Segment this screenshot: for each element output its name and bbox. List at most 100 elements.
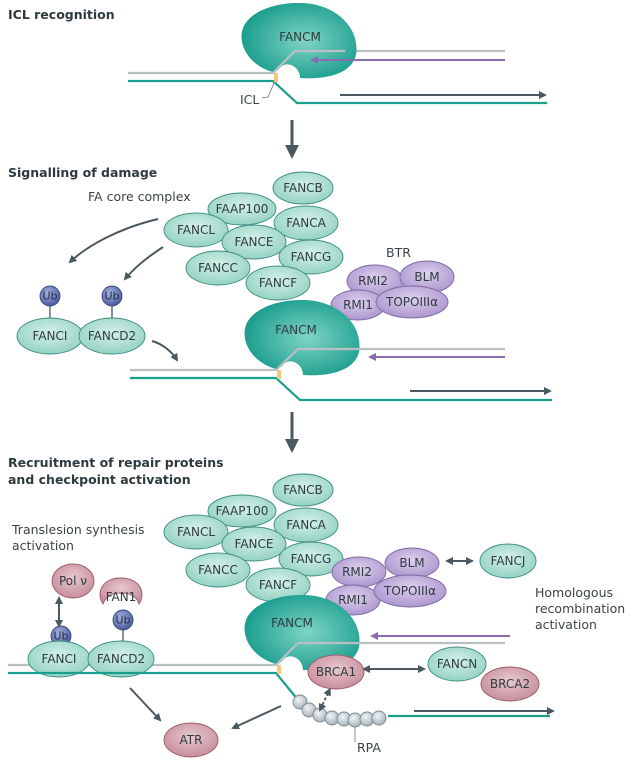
protein-fance — [221, 526, 287, 562]
protein-fancn — [427, 646, 487, 682]
protein-brca2-label: BRCA2 — [490, 677, 530, 691]
protein-fancd2-label: FANCD2 — [88, 329, 136, 343]
protein-fancl — [163, 514, 229, 550]
tls-label-line1: Translesion synthesis — [11, 522, 145, 537]
ub-arrow-fanci — [68, 218, 159, 264]
dna-strand-teal — [128, 79, 547, 105]
tls-label-line2: activation — [12, 538, 74, 553]
panel-icl-recognition: ICL recognition FANCM ICL — [8, 3, 547, 107]
fa-core-complex-label: FA core complex — [88, 189, 191, 204]
protein-fancg — [278, 239, 344, 275]
protein-rmi2-label: RMI2 — [342, 565, 372, 579]
protein-fancb — [272, 473, 334, 507]
ubiquitin-label: Ub — [53, 630, 68, 643]
icl-label: ICL — [240, 92, 259, 107]
protein-brca2 — [480, 666, 540, 702]
protein-fancc-label: FANCC — [198, 261, 238, 275]
protein-fancj-label: FANCJ — [491, 554, 526, 568]
panel-title: ICL recognition — [8, 7, 115, 22]
protein-fancd2-label: FANCD2 — [97, 652, 145, 666]
ub-arrow-fancd2 — [123, 246, 164, 281]
protein-fancg-label: FANCG — [291, 250, 332, 264]
ubiquitin-fanci — [39, 285, 61, 307]
protein-blm-label: BLM — [414, 270, 439, 284]
hr-label-line1: Homologous — [535, 585, 613, 600]
panel-signalling-of-damage: Signalling of damage FA core complex FAN… — [8, 165, 552, 402]
btr-complex: RMI2 BLM RMI1 TOPOIIIα — [330, 260, 455, 321]
protein-fanca-label: FANCA — [286, 216, 326, 230]
btr-complex: RMI2 BLM RMI1 TOPOIIIα — [325, 547, 447, 616]
protein-fancl-label: FANCL — [177, 525, 215, 539]
fancm-label: FANCM — [279, 30, 321, 44]
icl-crosslink — [277, 370, 281, 379]
brca1-rpa-dashed-arrow — [318, 687, 331, 712]
protein-pol-nu-label: Pol ν — [59, 574, 87, 588]
protein-fancf-label: FANCF — [259, 578, 297, 592]
protein-fancg — [278, 541, 344, 577]
dna-strand-grey-over — [272, 49, 345, 74]
fancm-label: FANCM — [275, 323, 317, 337]
panel-title-line2: and checkpoint activation — [8, 472, 191, 487]
protein-fancf — [245, 265, 311, 301]
fa-core-complex: FANCB FAAP100 FANCA FANCL FANCE FANCG FA… — [163, 473, 344, 603]
btr-label: BTR — [386, 245, 411, 260]
protein-fancc — [185, 552, 251, 588]
hr-label-line3: activation — [535, 617, 597, 632]
protein-faap100-label: FAAP100 — [216, 504, 269, 518]
protein-faap100 — [207, 192, 277, 226]
ubiquitin-fancd2 — [101, 285, 123, 307]
ubiquitin-fancd2 — [112, 609, 134, 631]
protein-fan1-label: FAN1 — [106, 590, 137, 604]
protein-fancd2 — [78, 317, 146, 355]
protein-fanci-label: FANCI — [33, 329, 68, 343]
protein-rmi1-label: RMI1 — [338, 593, 368, 607]
protein-faap100 — [207, 494, 277, 528]
protein-fancl-label: FANCL — [177, 223, 215, 237]
protein-fance-label: FANCE — [235, 537, 274, 551]
id2-complex: Ub Ub FANCI FANCD2 — [16, 285, 146, 355]
protein-fancg-label: FANCG — [291, 552, 332, 566]
ubiquitin-label: Ub — [42, 290, 57, 303]
protein-fanca-label: FANCA — [286, 518, 326, 532]
dna-strand-teal — [130, 376, 552, 402]
protein-fancb — [272, 171, 334, 205]
protein-topoiiia — [375, 285, 449, 319]
ubiquitin-label: Ub — [115, 614, 130, 627]
protein-fance-label: FANCE — [235, 235, 274, 249]
protein-rmi2-label: RMI2 — [358, 274, 388, 288]
id2-to-dna-arrow — [151, 340, 179, 362]
fa-core-complex: FANCB FAAP100 FANCA FANCL FANCE FANCG FA… — [163, 171, 344, 301]
protein-fancl — [163, 212, 229, 248]
protein-topoiiia — [373, 574, 447, 608]
protein-pol-nu — [51, 563, 95, 599]
fancm-label: FANCM — [271, 616, 313, 630]
ubiquitin-label: Ub — [104, 290, 119, 303]
panel-title: Signalling of damage — [8, 165, 157, 180]
protein-fancf-label: FANCF — [259, 276, 297, 290]
protein-topoiiia-label: TOPOIIIα — [383, 584, 436, 598]
protein-fancn-label: FANCN — [437, 657, 477, 671]
protein-atr-label: ATR — [180, 733, 203, 747]
dna-strand-grey-over — [275, 641, 360, 666]
protein-fanci-label: FANCI — [42, 652, 77, 666]
protein-fancd2 — [87, 640, 155, 678]
hr-label-line2: recombination — [535, 601, 625, 616]
rpa-atr-arrow — [231, 705, 282, 730]
protein-rmi1-label: RMI1 — [343, 298, 373, 312]
panel-recruitment: Recruitment of repair proteins and check… — [8, 455, 625, 758]
protein-fancc — [185, 250, 251, 286]
rpa-label: RPA — [357, 740, 381, 755]
protein-fancb-label: FANCB — [283, 483, 323, 497]
fancm-protein — [244, 300, 360, 376]
id2-atr-arrow — [129, 687, 162, 722]
rpa-filament — [292, 694, 387, 728]
fancm-protein — [244, 595, 360, 671]
protein-fancj — [479, 543, 537, 579]
icl-crosslink — [277, 665, 281, 674]
dna-strand-grey-over — [275, 347, 360, 371]
dna-strand-teal — [8, 671, 299, 701]
protein-topoiiia-label: TOPOIIIα — [385, 295, 438, 309]
protein-fan1 — [99, 577, 143, 605]
protein-fance — [221, 224, 287, 260]
